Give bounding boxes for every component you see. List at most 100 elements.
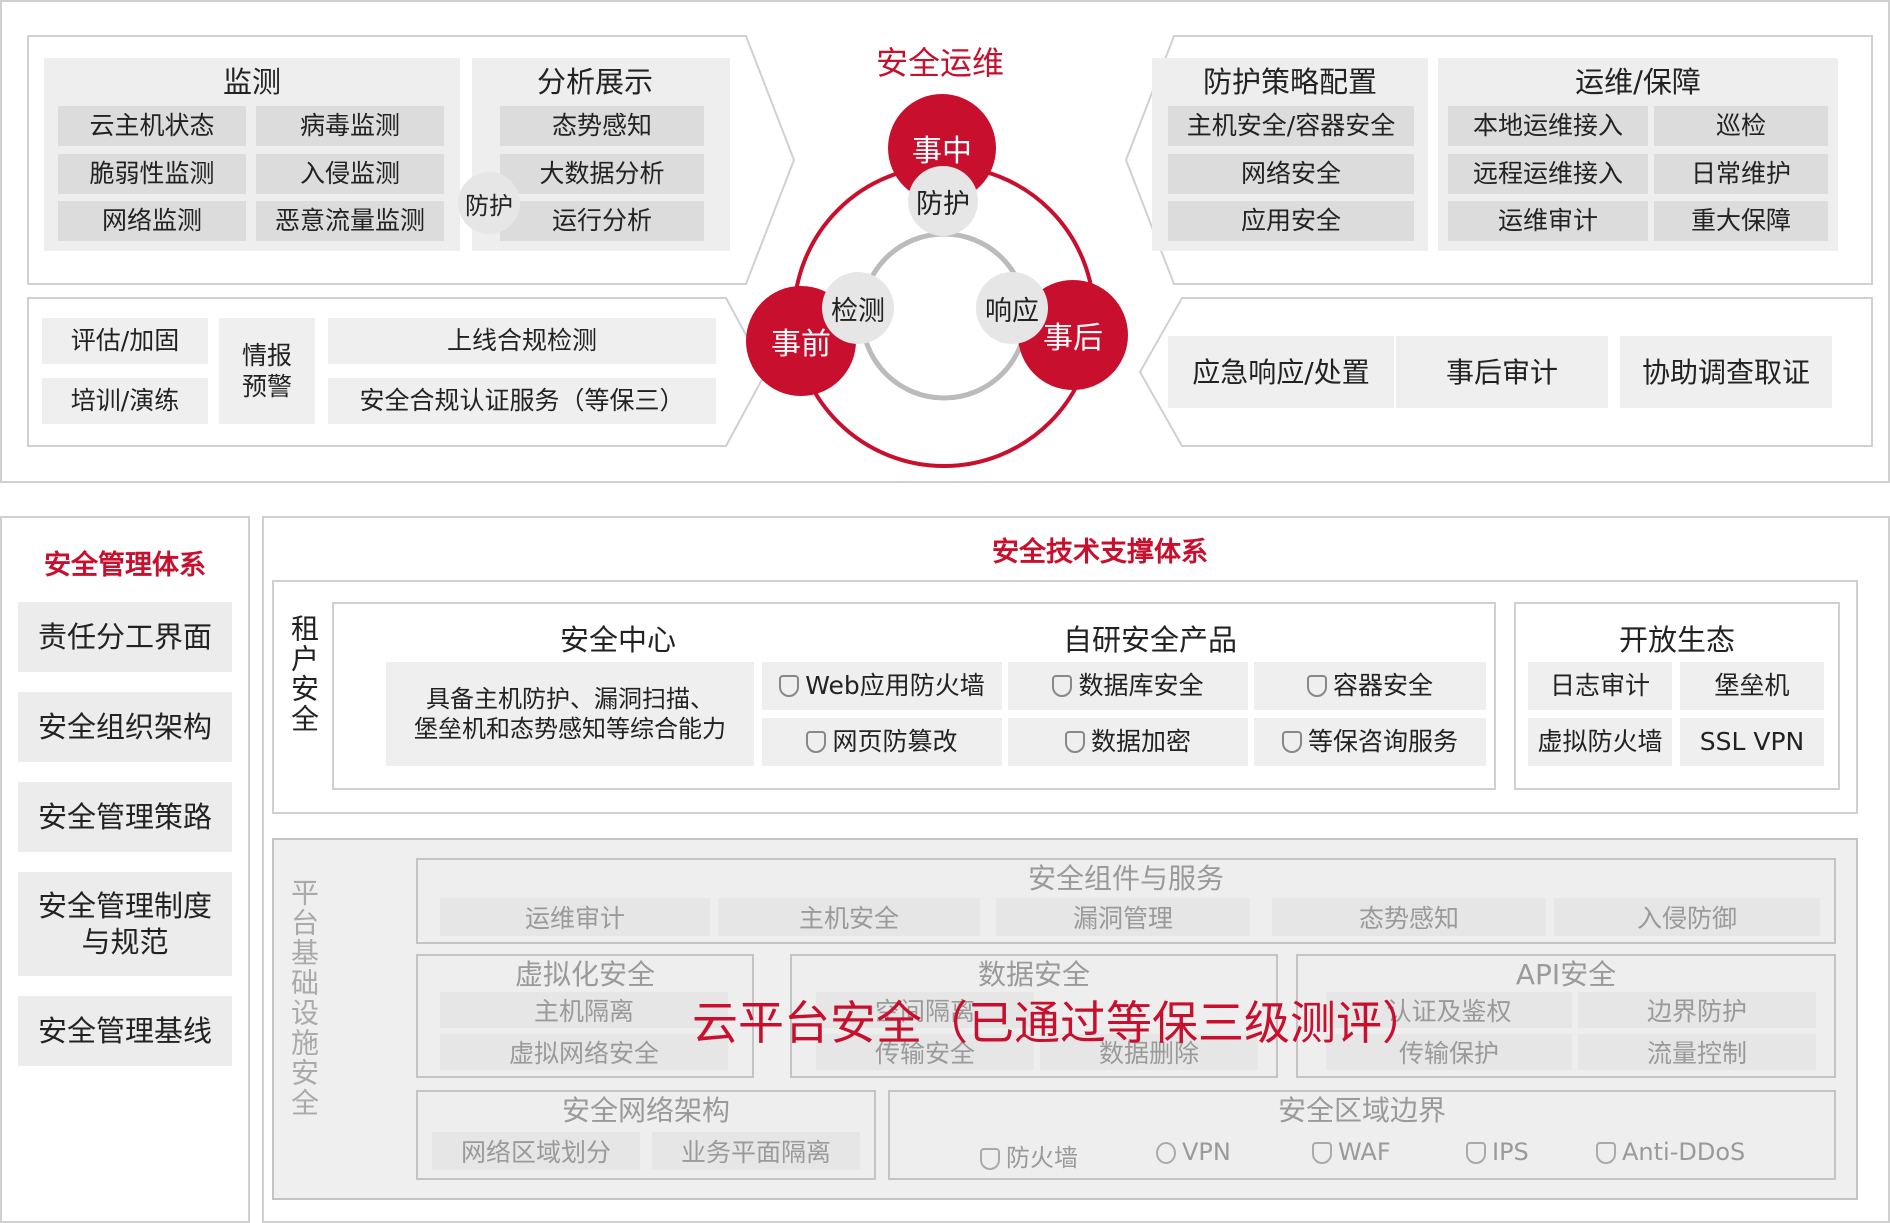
- api-title: API安全: [1515, 958, 1617, 991]
- zone-item-firewall: 防火墙: [980, 1138, 1078, 1173]
- component-item: 漏洞管理: [996, 898, 1250, 936]
- data-item: 传输安全: [816, 1034, 1034, 1070]
- self-item: 数据加密: [1008, 718, 1248, 766]
- after-item: 事后审计: [1396, 336, 1608, 408]
- phase-after: 事后: [1018, 280, 1128, 390]
- self-item-label: Web应用防火墙: [805, 671, 985, 701]
- component-item: 态势感知: [1272, 898, 1546, 936]
- zone-item-label: Anti-DDoS: [1622, 1138, 1746, 1166]
- analysis-item: 运行分析: [500, 201, 704, 241]
- api-item: 边界防护: [1578, 992, 1816, 1028]
- zone-item-antiddos: Anti-DDoS: [1596, 1138, 1745, 1166]
- components-title: 安全组件与服务: [1027, 862, 1224, 895]
- vpn-icon: [1156, 1142, 1176, 1164]
- maint-item: 巡检: [1654, 106, 1828, 146]
- anti-ddos-icon: [1596, 1142, 1616, 1164]
- zone-item-waf: WAF: [1312, 1138, 1391, 1166]
- before-intel: 情报 预警: [219, 318, 315, 424]
- platform-overlay-title: 云平台安全（已通过等保三级测评）: [692, 996, 1428, 1050]
- api-item: 认证及鉴权: [1326, 992, 1572, 1028]
- policy-title: 防护策略配置: [1202, 65, 1377, 99]
- analysis-item: 大数据分析: [500, 154, 704, 194]
- shield-icon: [779, 675, 800, 697]
- zone-item-vpn: VPN: [1156, 1138, 1231, 1166]
- maint-item: 本地运维接入: [1448, 106, 1648, 146]
- net-item: 业务平面隔离: [652, 1132, 860, 1170]
- after-item: 协助调查取证: [1620, 336, 1832, 408]
- before-assess: 评估/加固: [42, 318, 208, 364]
- consult-icon: [1281, 731, 1302, 753]
- virt-title: 虚拟化安全: [514, 958, 655, 991]
- zone-item-label: IPS: [1492, 1138, 1529, 1166]
- net-item: 网络区域划分: [432, 1132, 640, 1170]
- api-item: 传输保护: [1326, 1034, 1572, 1070]
- open-item: 日志审计: [1528, 662, 1672, 710]
- before-online: 上线合规检测: [328, 318, 716, 364]
- maint-item: 远程运维接入: [1448, 154, 1648, 194]
- lock-icon: [806, 731, 827, 753]
- self-item: 等保咨询服务: [1254, 718, 1486, 766]
- monitor-item: 云主机状态: [58, 106, 246, 146]
- self-item-label: 容器安全: [1332, 671, 1433, 701]
- zone-item-ips: IPS: [1466, 1138, 1529, 1166]
- virt-item: 主机隔离: [440, 992, 728, 1028]
- encrypt-icon: [1064, 731, 1085, 753]
- maint-item: 运维审计: [1448, 201, 1648, 241]
- self-item-label: 等保咨询服务: [1307, 727, 1458, 757]
- analysis-item: 态势感知: [500, 106, 704, 146]
- zone-box: [888, 1090, 1836, 1180]
- platform-label: 平台基础设施安全: [287, 878, 320, 1118]
- api-item: 流量控制: [1578, 1034, 1816, 1070]
- ops-center-title: 安全运维: [875, 44, 1004, 82]
- maint-item: 日常维护: [1654, 154, 1828, 194]
- monitor-item: 入侵监测: [256, 154, 444, 194]
- self-item: 网页防篡改: [762, 718, 1002, 766]
- data-item: 数据删除: [1040, 1034, 1258, 1070]
- firewall-icon: [980, 1148, 1000, 1170]
- analysis-title: 分析展示: [536, 65, 653, 99]
- virt-item: 虚拟网络安全: [440, 1034, 728, 1070]
- monitor-item: 脆弱性监测: [58, 154, 246, 194]
- open-item: 堡垒机: [1680, 662, 1824, 710]
- policy-item: 网络安全: [1168, 154, 1414, 194]
- inner-detect: 检测: [822, 272, 894, 344]
- tech-title: 安全技术支撑体系: [992, 537, 1208, 568]
- center-desc-text: 具备主机防护、漏洞扫描、 堡垒机和态势感知等综合能力: [414, 685, 726, 743]
- self-item-label: 网页防篡改: [832, 727, 958, 757]
- mgmt-item: 安全管理基线: [18, 996, 232, 1066]
- self-title: 自研安全产品: [1062, 623, 1237, 657]
- inner-protect: 防护: [908, 166, 978, 236]
- open-item: SSL VPN: [1680, 718, 1824, 766]
- self-item-label: 数据加密: [1090, 727, 1191, 757]
- net-title: 安全网络架构: [561, 1094, 730, 1127]
- database-icon: [1052, 675, 1073, 697]
- monitor-item: 网络监测: [58, 201, 246, 241]
- policy-item: 应用安全: [1168, 201, 1414, 241]
- maint-title: 运维/保障: [1575, 65, 1701, 99]
- zone-item-label: VPN: [1182, 1138, 1231, 1166]
- inner-respond: 响应: [976, 272, 1048, 344]
- policy-item: 主机安全/容器安全: [1168, 106, 1414, 146]
- ips-icon: [1466, 1142, 1486, 1164]
- container-icon: [1306, 675, 1327, 697]
- maint-item: 重大保障: [1654, 201, 1828, 241]
- zone-item-label: 防火墙: [1006, 1144, 1078, 1172]
- center-desc: 具备主机防护、漏洞扫描、 堡垒机和态势感知等综合能力: [386, 662, 754, 766]
- component-item: 运维审计: [440, 898, 710, 936]
- monitor-item: 恶意流量监测: [256, 201, 444, 241]
- zone-title: 安全区域边界: [1277, 1094, 1446, 1127]
- before-train: 培训/演练: [42, 378, 208, 424]
- self-item: 容器安全: [1254, 662, 1486, 710]
- self-item-label: 数据库安全: [1078, 671, 1204, 701]
- waf-icon: [1312, 1142, 1332, 1164]
- before-compliance: 安全合规认证服务（等保三）: [328, 378, 716, 424]
- open-item: 虚拟防火墙: [1528, 718, 1672, 766]
- mgmt-item: 安全管理策路: [18, 782, 232, 852]
- zone-item-label: WAF: [1338, 1138, 1391, 1166]
- tenant-label: 租户安全: [287, 614, 320, 734]
- component-item: 入侵防御: [1554, 898, 1820, 936]
- mgmt-title: 安全管理体系: [44, 550, 206, 581]
- self-item: Web应用防火墙: [762, 662, 1002, 710]
- center-title: 安全中心: [559, 623, 676, 657]
- mgmt-item: 安全管理制度 与规范: [18, 872, 232, 976]
